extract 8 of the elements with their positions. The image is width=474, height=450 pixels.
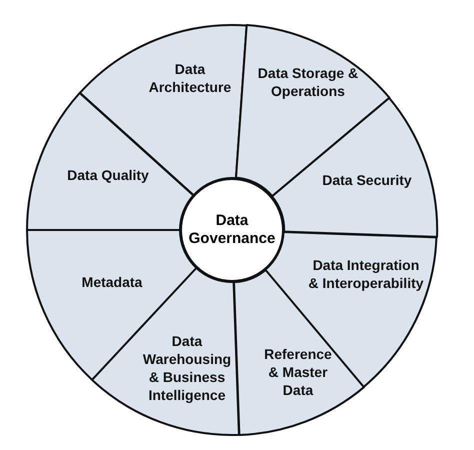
segment-label: Data Storage & Operations xyxy=(256,64,360,100)
segment-label: Data Quality xyxy=(66,166,150,184)
segment-label: Data Architecture xyxy=(148,60,232,96)
segment-label: Data Integration & Interoperability xyxy=(307,256,425,292)
segment-label: Metadata xyxy=(80,273,144,291)
segment-label: Data Security xyxy=(321,170,413,189)
segment-label: Reference & Master Data xyxy=(263,344,333,399)
segment-label: Data Warehousing & Business Intelligence xyxy=(142,332,232,404)
